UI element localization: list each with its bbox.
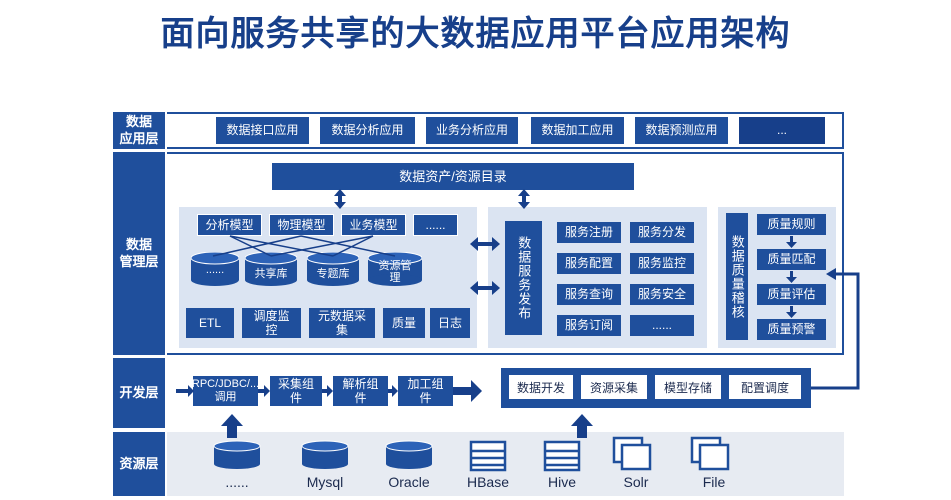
database-icon-oracle [386,440,432,470]
dev-tool-model-store: 模型存储 [655,375,721,399]
res-label-more: ...... [225,474,249,490]
model-physical: 物理模型 [269,214,334,236]
res-label-hbase: HBase [466,474,510,490]
documents-icon-file [692,438,728,469]
service-distribute: 服务分发 [630,222,694,243]
service-publish: 数据服务发布 [505,221,542,335]
quality-alert: 质量预警 [757,319,826,340]
res-label-hive: Hive [547,474,576,490]
res-label-file: File [702,474,726,490]
app-item-data-interface: 数据接口应用 [216,117,309,144]
tool-etl: ETL [186,308,234,338]
layer-label-dev: 开发层 [113,358,167,428]
service-security: 服务安全 [630,284,694,305]
quality-match: 质量匹配 [757,249,826,270]
app-item-data-processing: 数据加工应用 [531,117,624,144]
store-topic-label: 专题库 [316,268,350,280]
service-monitor: 服务监控 [630,253,694,274]
layer-label-res: 资源层 [113,432,167,496]
tool-metadata-collect: 元数据采集 [309,308,375,338]
store-more-label: ...... [205,264,225,276]
model-analysis: 分析模型 [197,214,262,236]
model-business: 业务模型 [341,214,406,236]
store-resource-mgmt-label: 资源管理 [378,260,412,285]
page-title: 面向服务共享的大数据应用平台应用架构 [160,15,791,53]
database-icon-more [214,440,260,470]
app-item-data-analysis: 数据分析应用 [320,117,415,144]
quality-assess: 质量评估 [757,284,826,305]
table-icon-hive [545,442,579,470]
store-resource-mgmt: 资源管理 [368,252,422,286]
dev-collect: 采集组件 [270,376,322,406]
store-more: ...... [191,252,239,286]
store-shared-label: 共享库 [254,268,288,280]
dev-tool-develop: 数据开发 [509,375,573,399]
dev-process: 加工组件 [398,376,453,406]
res-label-mysql: Mysql [306,474,344,490]
dev-call: RPC/JDBC/...调用 [192,376,259,406]
quality-audit: 数据质量稽核 [726,213,748,340]
app-item-data-prediction: 数据预测应用 [635,117,728,144]
quality-rule: 质量规则 [757,214,826,235]
service-config: 服务配置 [557,253,621,274]
documents-icon-solr [614,438,650,469]
service-subscribe: 服务订阅 [557,315,621,336]
store-shared: 共享库 [245,252,297,286]
layer-label-mgmt: 数据 管理层 [113,152,167,355]
tool-quality: 质量 [383,308,425,338]
layer-label-app: 数据 应用层 [113,112,167,149]
tool-log: 日志 [430,308,470,338]
app-item-business-analysis: 业务分析应用 [426,117,518,144]
database-icon-mysql [302,440,348,470]
store-topic: 专题库 [307,252,359,286]
service-more: ...... [630,315,694,336]
dev-parse: 解析组件 [333,376,388,406]
table-icon-hbase [471,442,505,470]
dev-tool-schedule: 配置调度 [729,375,801,399]
model-more: ...... [413,214,458,236]
resource-catalog: 数据资产/资源目录 [272,163,634,190]
res-label-solr: Solr [623,474,649,490]
service-register: 服务注册 [557,222,621,243]
res-label-oracle: Oracle [388,474,430,490]
app-item-more: ... [739,117,825,144]
dev-tool-collect: 资源采集 [581,375,647,399]
service-query: 服务查询 [557,284,621,305]
tool-schedule-monitor: 调度监控 [242,308,301,338]
database-icon [191,252,239,286]
